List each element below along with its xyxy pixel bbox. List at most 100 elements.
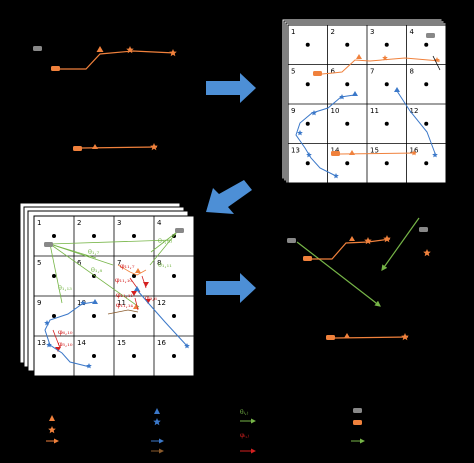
orange-trajectory [60,50,176,70]
star-marker [44,320,50,326]
vehicle-icon [44,242,53,247]
grid-cell-center [172,314,176,318]
vehicle-icon [419,227,428,232]
theta-lines [49,231,178,308]
triangle-marker [135,268,141,273]
grid-cell-center [132,314,136,318]
legend-phi-label: φᵢ,ⱼ [240,432,249,439]
grid-cell-center [92,234,96,238]
grid-cell-number: 13 [37,339,46,347]
grid-cell-number: 2 [77,219,81,227]
grid-cell-center [424,121,429,126]
grid-cell-center [305,42,310,47]
grid-trajectories [295,33,441,179]
star-marker [297,130,303,136]
raw-trajectories-panel [33,46,177,151]
grid-cell-center [52,274,56,278]
grid-cell-number: 1 [37,219,41,227]
grid-cell-center [424,42,429,47]
star-marker [150,143,158,151]
star-marker [382,55,388,61]
orange-trajectory [321,57,441,75]
star-marker [80,300,86,306]
triangle-marker [92,299,98,304]
grid-cell-center [92,274,96,278]
grid-cell-center [92,354,96,358]
flow-arrow [206,180,252,214]
angle-label: θ₁,₁₀ [158,237,172,245]
vehicle-icon [313,71,322,76]
triangle-marker [96,46,104,52]
vehicle-icon [426,33,435,38]
blue-trajectory [136,289,189,348]
triangle-marker [143,282,149,287]
legend-angles: θᵢ,ⱼ φᵢ,ⱼ [240,409,256,454]
star-marker [411,150,417,156]
triangle-marker [394,87,400,92]
vehicle-icon [51,66,60,71]
star-marker [311,110,317,116]
triangle-marker [55,347,61,352]
triangle-marker [349,236,355,241]
triangle-marker [349,150,355,155]
orange-trajectory [107,309,139,315]
vehicle-icon [33,46,42,51]
triangle-marker [131,291,137,296]
flow-arrow [206,273,256,303]
grid-cell-number: 6 [77,259,82,267]
orange-trajectory [312,238,391,260]
grid-cell-center [52,314,56,318]
grid-cell-center [384,121,389,126]
green-prediction-arrow [381,217,420,271]
grid-cell-center [345,121,350,126]
vehicle-icon [331,151,340,156]
angle-label: θ₁,₁₃ [58,284,72,292]
grid-cell-center [345,82,350,87]
grid-cell-number: 4 [410,28,415,36]
grid-cell-number: 1 [291,28,295,36]
triangle-marker [356,54,362,59]
green-prediction-arrow [296,241,381,307]
star-marker [364,237,372,245]
grid-cell-number: 5 [291,68,295,76]
grid-cell-number: 10 [331,107,340,115]
flow-arrow [206,73,256,103]
grid-cell-number: 7 [117,259,121,267]
grid-cell-number: 2 [331,28,335,36]
grid-cell-number: 3 [117,219,121,227]
orange-trajectory [117,264,147,276]
grid-cell-center [345,161,350,166]
triangle-marker [344,333,350,338]
star-marker [339,94,345,100]
grid-cell-center [305,82,310,87]
triangle-marker [92,144,98,149]
vehicle-icon [353,408,362,413]
legend-blue [151,408,164,454]
legend: θᵢ,ⱼ φᵢ,ⱼ [46,408,365,454]
grid-cell-number: 13 [291,147,300,155]
grid-cell-number: 12 [410,107,419,115]
grid-cell-center [424,82,429,87]
vehicle-icon [303,256,312,261]
grid-cell-center [92,314,96,318]
grid-cell-center [305,121,310,126]
triangle-marker [352,91,358,96]
grid-cell-number: 16 [157,339,166,347]
vehicle-icon [326,335,335,340]
grid-cell-center [132,354,136,358]
grid-cell-number: 11 [117,299,126,307]
grid-cell-number: 7 [370,68,374,76]
grid-cell-number: 4 [157,219,162,227]
grid-features: θ₁,₇ θ₁,₈ θ₁,₁₀ θ₁,₁₁ θ₁,₁₃ φ₁₁,₇ φ₁₁,₁₀… [44,228,190,369]
star-marker [126,46,134,54]
grid-cell-number: 9 [291,107,295,115]
star-marker [169,49,177,57]
black-connector [432,55,441,71]
grid-cell-number: 9 [37,299,41,307]
angle-label: φ₁₁,₁₀ [115,276,132,284]
star-marker [432,152,438,158]
grid-cell-number: 6 [331,68,336,76]
grid-cell-center [132,274,136,278]
grid-cell-number: 5 [37,259,41,267]
